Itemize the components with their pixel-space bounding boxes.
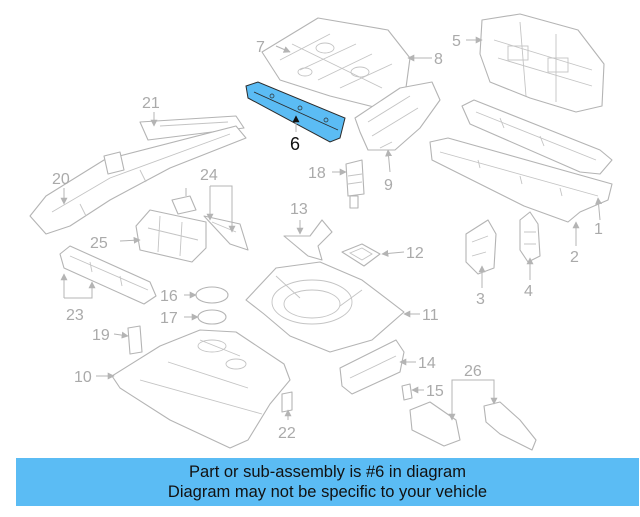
callout-13: 13 xyxy=(290,201,308,218)
callout-7: 7 xyxy=(256,39,265,56)
callout-12: 12 xyxy=(406,245,424,262)
callout-23: 23 xyxy=(66,307,84,324)
callout-14: 14 xyxy=(418,355,436,372)
part-5-rear-panel[interactable] xyxy=(479,13,605,113)
part-12-plate[interactable] xyxy=(341,243,381,267)
part-6-crossmember[interactable] xyxy=(245,81,346,143)
part-15-clip[interactable] xyxy=(401,383,413,401)
part-11-spare-wheel-well[interactable] xyxy=(245,261,405,353)
part-17-ring[interactable] xyxy=(197,309,227,325)
callout-26: 26 xyxy=(464,363,482,380)
callout-21: 21 xyxy=(142,95,160,112)
callout-4: 4 xyxy=(524,283,533,300)
part-3-bracket[interactable] xyxy=(465,219,497,275)
part-4-bracket[interactable] xyxy=(519,211,541,263)
part-20-side-rail[interactable] xyxy=(29,125,247,235)
callout-6-highlighted: 6 xyxy=(290,134,300,154)
callout-22: 22 xyxy=(278,425,296,442)
part-16-ring[interactable] xyxy=(195,286,229,304)
part-25-seat-crossmember[interactable] xyxy=(135,209,207,263)
callout-labels: 1 2 3 4 5 6 7 8 9 10 11 12 13 14 15 16 1… xyxy=(52,33,603,442)
callout-8: 8 xyxy=(434,51,443,68)
banner-line-2: Diagram may not be specific to your vehi… xyxy=(167,483,488,501)
callout-2: 2 xyxy=(570,249,579,266)
part-23-side-panel[interactable] xyxy=(59,245,157,305)
part-13-bracket[interactable] xyxy=(283,219,333,261)
callout-3: 3 xyxy=(476,291,485,308)
part-21-side-member[interactable] xyxy=(139,115,245,141)
callout-20: 20 xyxy=(52,171,70,188)
part-26-guards[interactable] xyxy=(409,401,537,451)
part-24-bracket-set[interactable] xyxy=(171,195,249,251)
callout-5: 5 xyxy=(452,33,461,50)
callout-18: 18 xyxy=(308,165,326,182)
callout-16: 16 xyxy=(160,288,178,305)
part-18-spare-wheel-bolt[interactable] xyxy=(345,159,365,209)
callout-11: 11 xyxy=(422,307,439,324)
info-banner: Part or sub-assembly is #6 in diagram Di… xyxy=(16,458,639,506)
callout-10: 10 xyxy=(74,369,92,386)
leader-lines xyxy=(60,36,603,421)
callout-9: 9 xyxy=(384,177,393,194)
part-2-rear-member[interactable] xyxy=(461,99,613,175)
part-1-bumper-reinforcement[interactable] xyxy=(429,137,613,223)
part-19-clip[interactable] xyxy=(127,325,143,355)
callout-24: 24 xyxy=(200,167,218,184)
callout-25: 25 xyxy=(90,235,108,252)
banner-line-1: Part or sub-assembly is #6 in diagram xyxy=(189,463,466,481)
callout-15: 15 xyxy=(426,383,444,400)
callout-19: 19 xyxy=(92,327,110,344)
part-10-floor-pan[interactable] xyxy=(111,329,291,449)
callout-1: 1 xyxy=(594,221,603,238)
part-9-bracket[interactable] xyxy=(354,81,441,151)
callout-17: 17 xyxy=(160,310,178,327)
part-22-clip[interactable] xyxy=(281,391,293,413)
part-14-reinforcement[interactable] xyxy=(339,339,405,395)
